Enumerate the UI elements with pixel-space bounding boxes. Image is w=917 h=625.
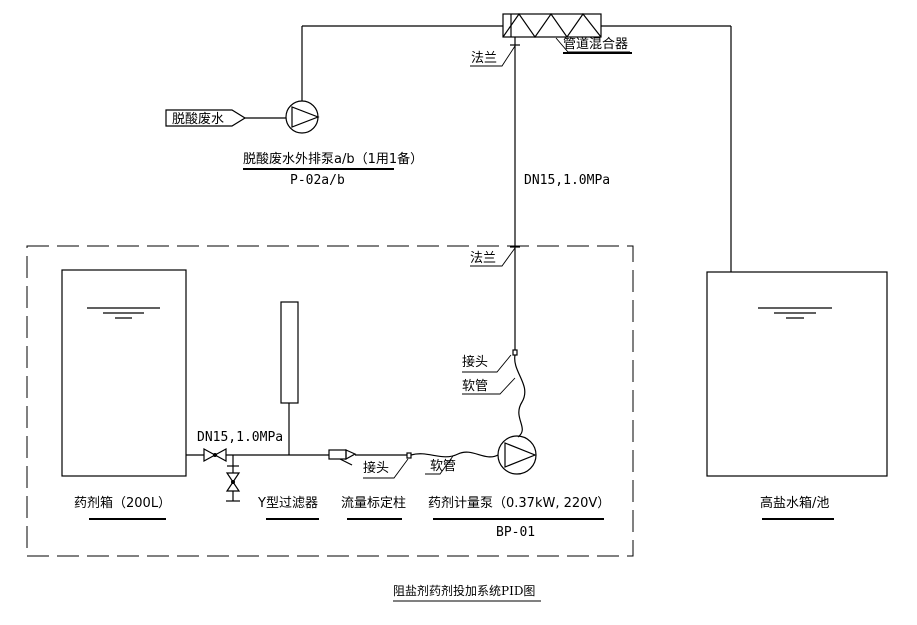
joint-bottom: [406, 452, 412, 459]
tank-left-level-icon: [87, 307, 160, 319]
y-filter-column: [280, 301, 299, 404]
tank-right-label: 高盐水箱/池: [760, 495, 829, 511]
tank-left: [61, 269, 187, 477]
joint-top-label: 接头: [462, 354, 488, 370]
source-arrow: [165, 109, 286, 127]
source-label: 脱酸废水: [172, 111, 224, 127]
mixer-label: 管道混合器: [563, 37, 628, 52]
tank-left-label: 药剂箱（200L）: [74, 495, 171, 511]
drain-valve: [225, 465, 241, 502]
tank-right-level-icon: [758, 307, 832, 319]
flange-top-label: 法兰: [471, 51, 497, 66]
hose-bottom: [410, 451, 499, 458]
filter-label: Y型过滤器: [257, 496, 318, 511]
pump-bottom-tag: BP-01: [496, 525, 535, 540]
flange-mid-label: 法兰: [470, 251, 496, 266]
drawing-title: 阻盐剂药剂投加系统PID图: [393, 583, 535, 598]
pump-bottom: [497, 435, 537, 475]
hose-top-label: 软管: [462, 379, 488, 394]
joint-top-leader: [462, 354, 512, 373]
flange-mid-leader: [470, 247, 516, 267]
hose-top-leader: [462, 377, 516, 395]
riser-spec: DN15,1.0MPa: [524, 173, 610, 188]
pipe-mixer: [502, 12, 602, 39]
ball-valve: [203, 447, 227, 463]
pump-bottom-name: 药剂计量泵（0.37kW, 220V）: [428, 496, 610, 511]
flange-top-leader: [470, 45, 516, 67]
pump-top: [285, 100, 320, 134]
pump-top-tag: P-02a/b: [290, 173, 345, 188]
joint-bottom-label: 接头: [363, 460, 389, 476]
main-spec: DN15,1.0MPa: [197, 430, 283, 445]
column-label: 流量标定柱: [341, 496, 406, 511]
joint-top: [512, 349, 518, 356]
hose-top: [514, 354, 526, 438]
hose-bottom-label: 软管: [430, 459, 456, 474]
pump-top-name: 脱酸废水外排泵a/b（1用1备）: [243, 151, 423, 167]
hose-bottom-leader: [425, 455, 454, 475]
joint-bottom-leader: [363, 458, 409, 479]
skid-boundary: [26, 245, 634, 557]
tank-right: [706, 271, 888, 477]
calibration-column: [328, 449, 357, 466]
